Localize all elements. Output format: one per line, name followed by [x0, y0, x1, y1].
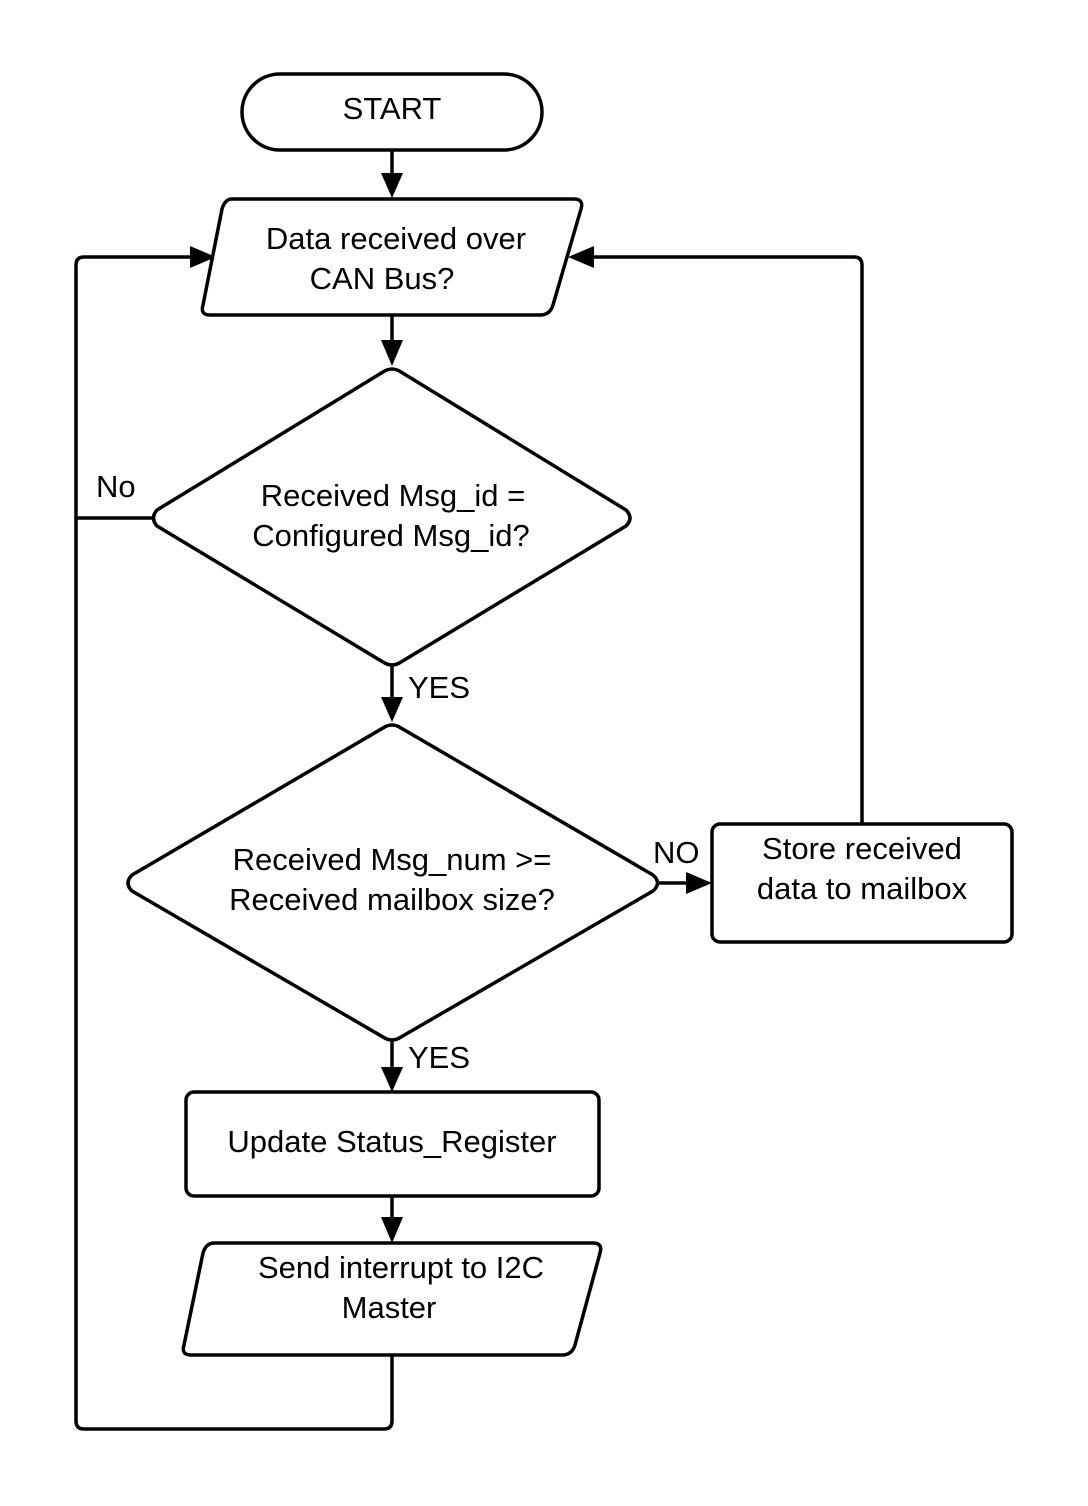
store-process-box — [710, 822, 1014, 944]
update-label: Update Status_Register — [227, 1124, 556, 1159]
node-update: Update Status_Register — [184, 1090, 601, 1198]
connector-store-loop — [588, 255, 864, 826]
arrowhead-icon — [686, 872, 712, 894]
update-process-box — [184, 1090, 601, 1198]
arrowhead-icon — [381, 1217, 403, 1243]
msg-num-check-diamond — [126, 723, 660, 1042]
arrowhead-icon — [381, 340, 403, 366]
edge-label-msg-id-no: No — [96, 469, 136, 504]
arrowhead-icon — [190, 246, 216, 268]
msg-id-check-diamond — [151, 367, 632, 667]
node-start: START — [240, 72, 544, 152]
node-store: Store received data to mailbox — [710, 822, 1014, 944]
node-interrupt: Send interrupt to I2C Master — [181, 1241, 603, 1357]
arrowhead-icon — [568, 246, 594, 268]
msg-id-check-label-line1: Received Msg_id = — [261, 478, 526, 513]
msg-id-check-label-line2: Configured Msg_id? — [252, 518, 529, 553]
interrupt-label-line1: Send interrupt to I2C — [258, 1250, 544, 1285]
can-check-label-line1: Data received over — [266, 221, 526, 256]
node-msg-num-check: Received Msg_num >= Received mailbox siz… — [126, 723, 660, 1042]
interrupt-label-line2: Master — [342, 1290, 437, 1325]
arrowhead-icon — [381, 1067, 403, 1092]
store-label-line2: data to mailbox — [757, 871, 968, 906]
arrowhead-icon — [381, 173, 403, 198]
store-label-line1: Store received — [762, 831, 962, 866]
arrowhead-icon — [381, 697, 403, 722]
can-check-label-line2: CAN Bus? — [310, 261, 455, 296]
edge-label-msg-num-yes: YES — [408, 1040, 470, 1075]
msg-num-check-label-line1: Received Msg_num >= — [233, 842, 552, 877]
node-msg-id-check: Received Msg_id = Configured Msg_id? — [151, 367, 632, 667]
start-label: START — [343, 91, 442, 126]
connector-msg-id-no-loop — [74, 255, 198, 520]
edge-label-msg-id-yes: YES — [408, 670, 470, 705]
edge-label-msg-num-no: NO — [653, 835, 700, 870]
connector-interrupt-loop — [74, 516, 394, 1431]
msg-num-check-label-line2: Received mailbox size? — [229, 882, 555, 917]
connectors — [74, 148, 864, 1431]
start-terminator — [240, 72, 544, 152]
interrupt-parallelogram — [181, 1241, 603, 1357]
node-can-check: Data received over CAN Bus? — [200, 197, 584, 317]
can-check-parallelogram — [200, 197, 584, 317]
edge-labels: No YES NO YES — [96, 469, 700, 1075]
